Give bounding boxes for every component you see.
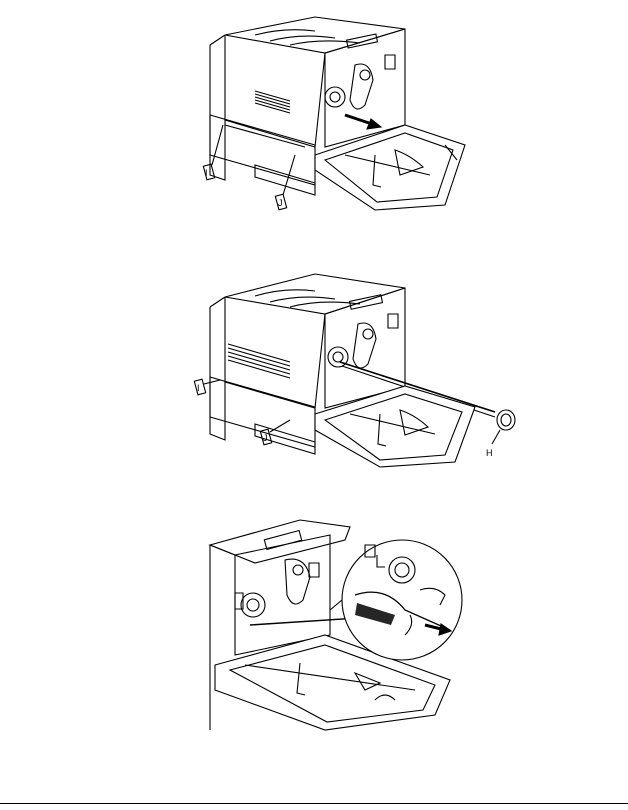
printer-figure-3: [205, 515, 467, 740]
printer-illustration-3: [205, 515, 467, 740]
label-h-2: H: [486, 448, 493, 458]
printer-figure-1: I J: [195, 5, 475, 215]
printer-illustration-1: I J: [195, 5, 475, 215]
label-i-2: I: [197, 383, 200, 393]
label-i-1: I: [205, 168, 208, 178]
printer-illustration-2: I J H: [190, 262, 520, 472]
label-j-1: J: [278, 198, 283, 208]
printer-figure-2: I J H: [190, 262, 520, 472]
label-j-2: J: [263, 433, 268, 443]
footer-rule: [0, 803, 628, 804]
